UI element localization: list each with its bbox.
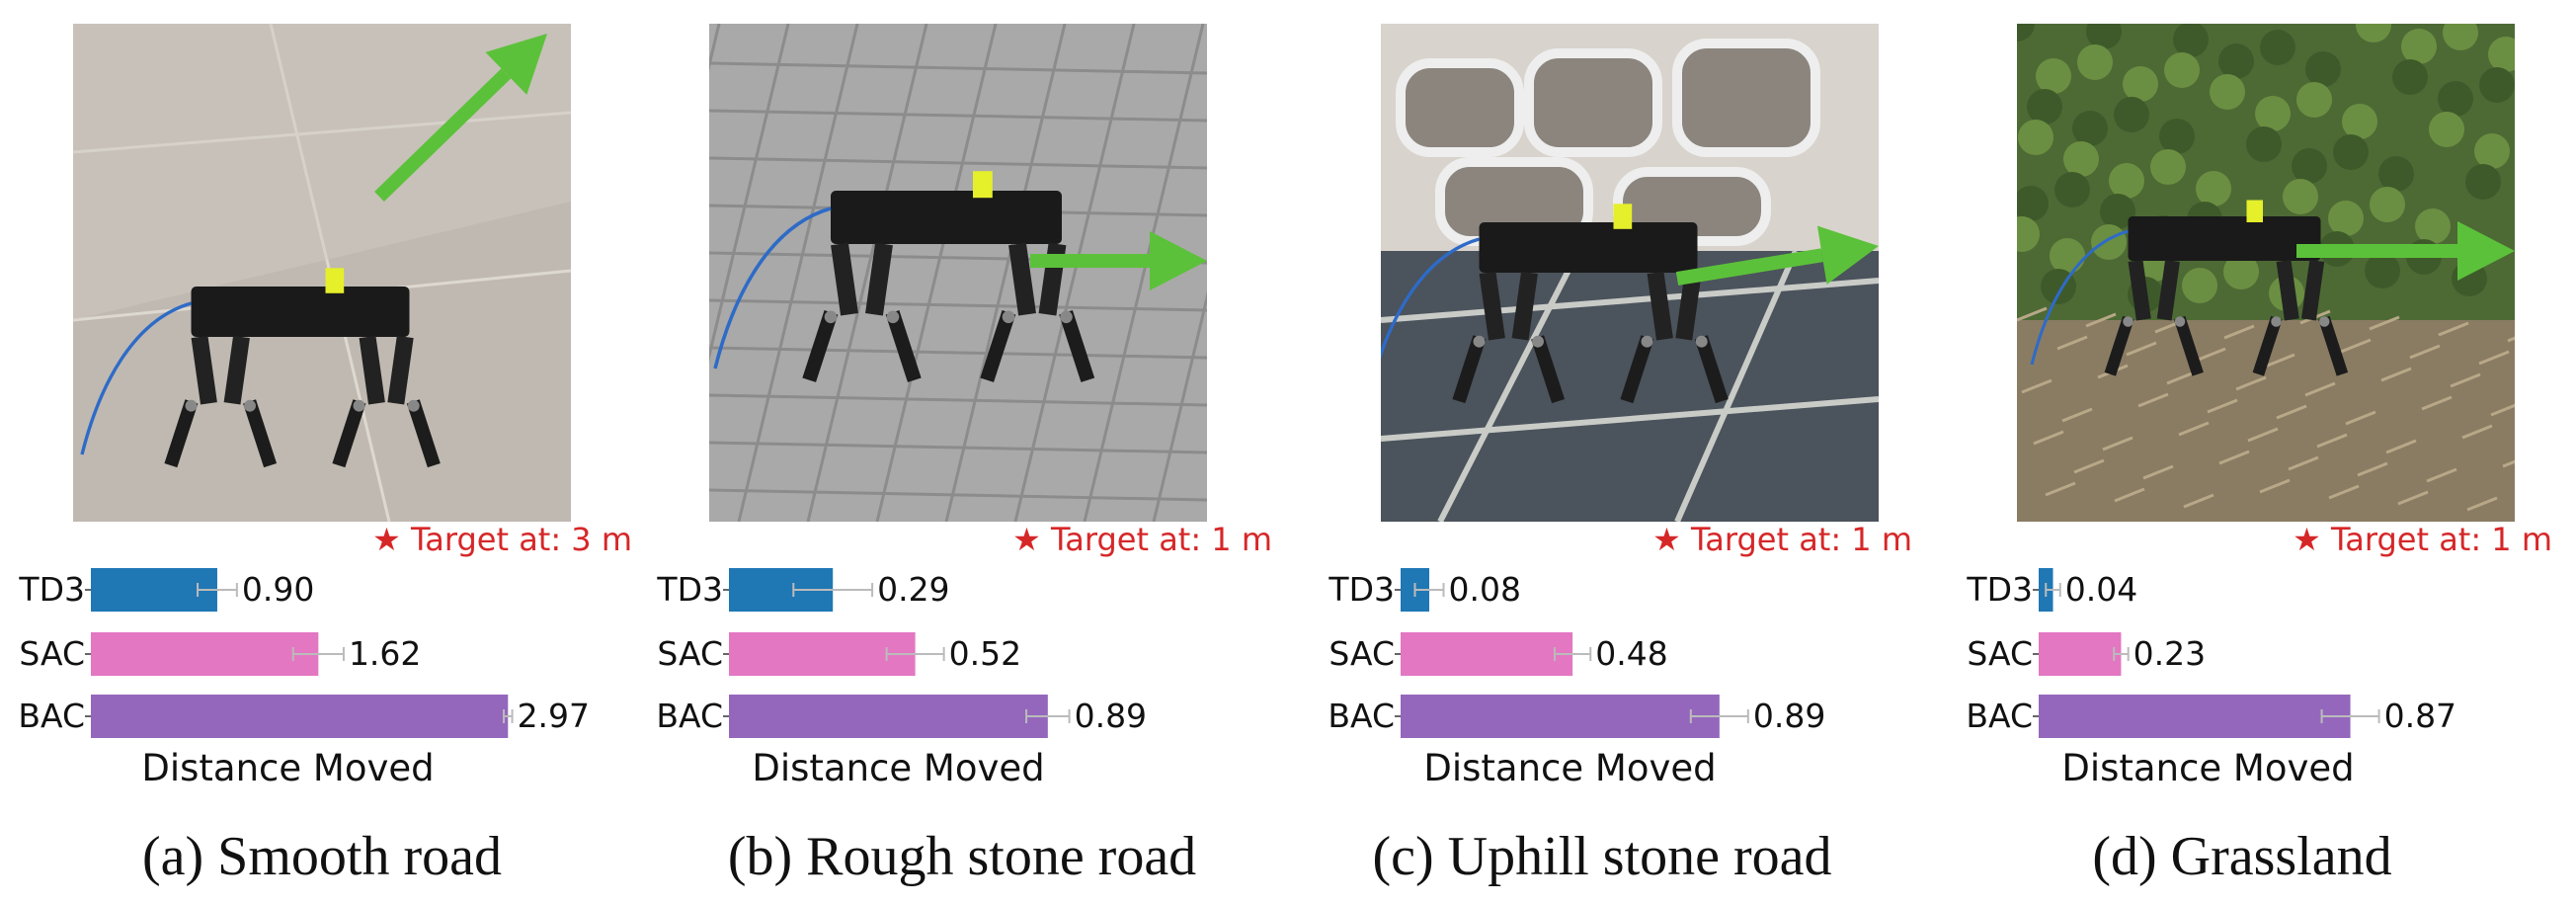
direction-arrow-icon [1030, 231, 1207, 290]
value-label: 2.97 [518, 697, 590, 735]
y-tick-label: SAC [1967, 634, 2033, 673]
error-bar [2320, 709, 2380, 723]
bar-sac [91, 632, 319, 676]
robot-icon [2030, 200, 2349, 376]
value-label: 0.89 [1075, 697, 1147, 735]
value-label: 0.29 [877, 570, 949, 609]
panel-caption: (c) Uphill stone road [1372, 826, 1832, 887]
x-axis-label: Distance Moved [2061, 747, 2354, 789]
target-label: ★ Target at: 1 m [2293, 521, 2552, 558]
error-bar [2113, 647, 2130, 661]
robot-icon [713, 171, 1095, 382]
error-bar [885, 647, 945, 661]
bar-bac [91, 695, 509, 738]
y-tick-label: BAC [1328, 697, 1395, 735]
target-label: ★ Target at: 1 m [1012, 521, 1272, 558]
bar-sac [729, 632, 916, 676]
value-label: 0.04 [2065, 570, 2137, 609]
smooth-floor-photo [73, 24, 571, 522]
bar-sac [1401, 632, 1573, 676]
value-label: 0.23 [2133, 634, 2206, 673]
error-bar [2045, 583, 2061, 597]
bar-bac [1401, 695, 1720, 738]
value-label: 1.62 [349, 634, 421, 673]
error-bar [291, 647, 345, 661]
bar-bac [2039, 695, 2351, 738]
paving-stones-photo [709, 24, 1207, 522]
y-tick-label: BAC [1966, 697, 2033, 735]
y-tick-label: TD3 [18, 570, 85, 609]
y-tick-label: TD3 [656, 570, 723, 609]
y-tick-label: SAC [1328, 634, 1395, 673]
y-tick-label: SAC [657, 634, 723, 673]
value-label: 0.89 [1753, 697, 1825, 735]
bar-bac [729, 695, 1048, 738]
bar-sac [2039, 632, 2122, 676]
y-tick-label: BAC [656, 697, 723, 735]
error-bar [197, 583, 238, 597]
direction-arrow-icon [374, 34, 547, 203]
x-axis-label: Distance Moved [752, 747, 1044, 789]
error-bar [503, 709, 514, 723]
target-label: ★ Target at: 3 m [372, 521, 632, 558]
direction-arrow-icon [2296, 221, 2515, 281]
value-label: 0.52 [949, 634, 1021, 673]
value-label: 0.48 [1595, 634, 1667, 673]
robot-icon [1381, 204, 1729, 404]
target-label: ★ Target at: 1 m [1652, 521, 1912, 558]
error-bar [1413, 583, 1445, 597]
y-tick-label: TD3 [1966, 570, 2033, 609]
error-bar [1553, 647, 1592, 661]
direction-arrow-icon [1675, 225, 1879, 286]
bar-td3 [91, 568, 217, 612]
bushes-grass-photo [2017, 24, 2515, 522]
error-bar [792, 583, 874, 597]
robot-icon [80, 268, 441, 468]
panel-caption: (d) Grassland [2092, 826, 2392, 887]
value-label: 0.08 [1449, 570, 1521, 609]
x-axis-label: Distance Moved [141, 747, 434, 789]
error-bar [1689, 709, 1749, 723]
panel-caption: (b) Rough stone road [727, 826, 1197, 887]
error-bar [1025, 709, 1071, 723]
value-label: 0.90 [242, 570, 314, 609]
stone-wall-slope-photo [1381, 24, 1879, 522]
value-label: 0.87 [2384, 697, 2456, 735]
y-tick-label: BAC [18, 697, 85, 735]
x-axis-label: Distance Moved [1423, 747, 1716, 789]
panel-caption: (a) Smooth road [142, 826, 502, 887]
y-tick-label: TD3 [1328, 570, 1395, 609]
y-tick-label: SAC [19, 634, 85, 673]
